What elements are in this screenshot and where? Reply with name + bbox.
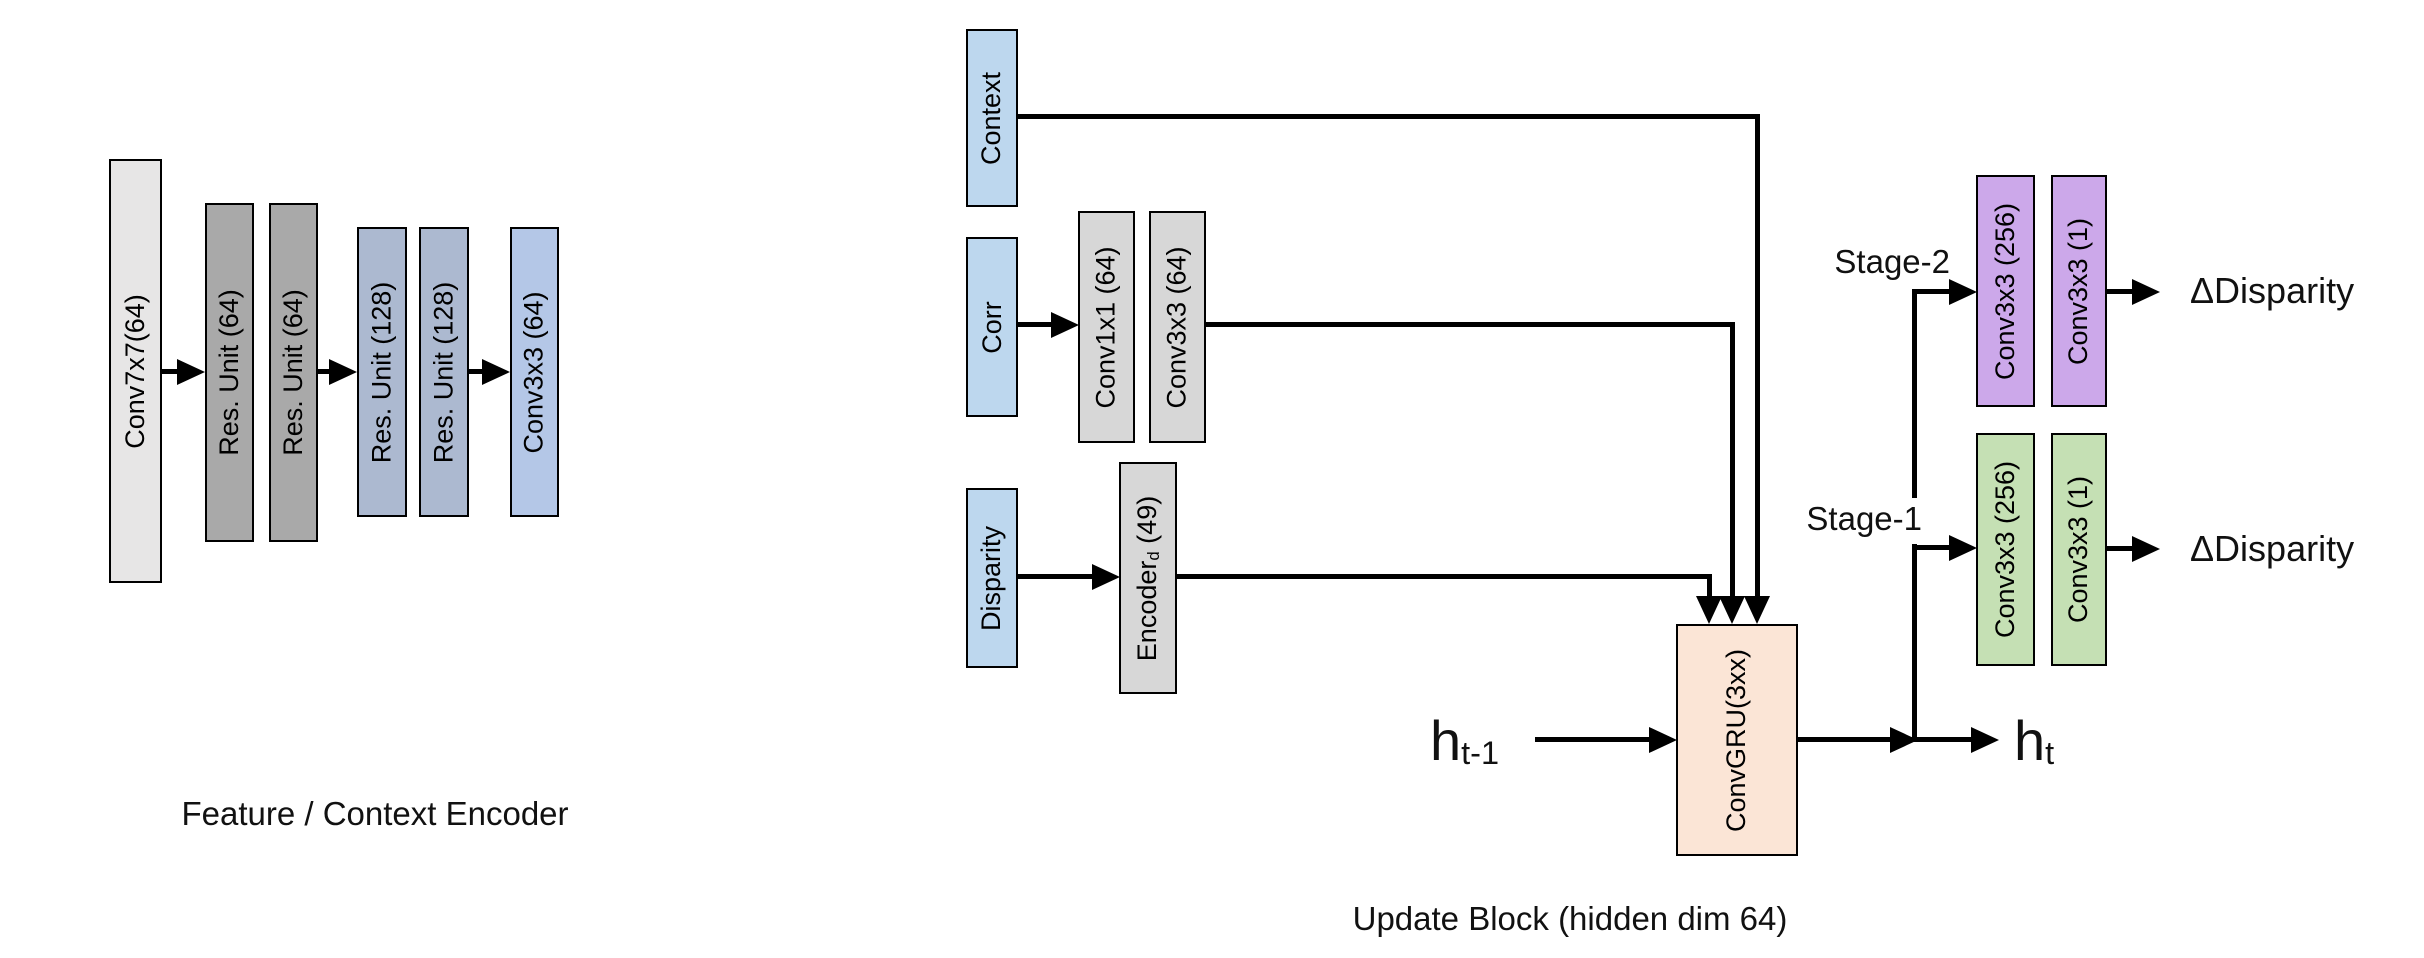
context-line-head — [1744, 596, 1770, 624]
branch-line-upper — [1912, 289, 1917, 498]
disparity-path-line-v — [1707, 574, 1712, 596]
conv7x7-label: Conv7x7(64) — [120, 293, 151, 449]
res-unit-128-box-1: Res. Unit (128) — [357, 227, 407, 517]
disparity-encoder-box: Encoderd (49) — [1119, 462, 1177, 694]
corr-path-line-h — [1206, 322, 1735, 327]
disparity-input-box: Disparity — [966, 488, 1018, 668]
hidden-next-label: ht — [2014, 708, 2054, 773]
feature-context-encoder-caption: Feature / Context Encoder — [181, 795, 569, 832]
stage1-conv3x3-1-label: Conv3x3 (1) — [2063, 475, 2094, 624]
hidden-prev-main: h — [1430, 709, 1462, 772]
corr-path-head — [1719, 596, 1745, 624]
stage2-conv3x3-1-label: Conv3x3 (1) — [2063, 217, 2094, 365]
stage1-conv3x3-1-box: Conv3x3 (1) — [2051, 433, 2107, 666]
hidden-prev-arrow-line — [1535, 737, 1649, 742]
hidden-next-main: h — [2014, 709, 2046, 772]
stage2-conv3x3-256-label: Conv3x3 (256) — [1990, 202, 2021, 380]
convgru-box: ConvGRU(3xx) — [1676, 624, 1798, 856]
encoder-arrow-2-line — [318, 369, 330, 374]
stage1-conv3x3-256-label: Conv3x3 (256) — [1990, 460, 2021, 639]
encoder-arrow-1-head — [177, 359, 205, 385]
corr-arrow-head — [1051, 312, 1079, 338]
disparity-encoder-label-sub: d — [1144, 550, 1164, 561]
corr-input-box: Corr — [966, 237, 1018, 417]
encoder-conv3x3-box: Conv3x3 (64) — [510, 227, 559, 517]
stage1-delta-disparity-label: ΔDisparity — [2190, 528, 2355, 569]
disparity-arrow-line — [1018, 574, 1092, 579]
disparity-arrow-head — [1092, 564, 1120, 590]
encoder-arrow-3-head — [482, 359, 510, 385]
disparity-encoder-label-main: Encoder — [1132, 560, 1163, 661]
hidden-prev-arrow-head — [1649, 727, 1677, 753]
hidden-prev-sub: t-1 — [1461, 734, 1500, 771]
gru-output-final-head — [1971, 727, 1999, 753]
encoder-arrow-3-line — [468, 369, 483, 374]
stage2-conv3x3-1-box: Conv3x3 (1) — [2051, 175, 2107, 407]
disparity-input-label: Disparity — [976, 525, 1007, 631]
stage2-conv3x3-256-box: Conv3x3 (256) — [1976, 175, 2035, 407]
stage1-conv3x3-256-box: Conv3x3 (256) — [1976, 433, 2035, 666]
res-unit-64-label-2: Res. Unit (64) — [278, 289, 308, 456]
encoder-conv3x3-label: Conv3x3 (64) — [519, 290, 549, 454]
stage2-label: Stage-2 — [1834, 243, 1950, 280]
branch-line-lower — [1912, 544, 1917, 742]
conv7x7-box: Conv7x7(64) — [109, 159, 162, 583]
gru-output-line — [1798, 737, 1971, 742]
corr-input-label: Corr — [976, 300, 1007, 354]
stage1-output-line — [2107, 546, 2132, 551]
stage1-output-head — [2132, 536, 2160, 562]
context-input-label: Context — [976, 71, 1007, 165]
disparity-encoder-label: Encoderd (49) — [1133, 495, 1164, 660]
hidden-prev-label: ht-1 — [1430, 708, 1499, 773]
corr-conv3x3-label: Conv3x3 (64) — [1162, 245, 1192, 409]
context-input-box: Context — [966, 29, 1018, 207]
stage2-output-head — [2132, 279, 2160, 305]
stage2-output-line — [2107, 289, 2132, 294]
stage2-delta-disparity-label: ΔDisparity — [2190, 270, 2355, 311]
stage2-arrow-head — [1949, 279, 1977, 305]
corr-path-line-v — [1730, 322, 1735, 596]
stage1-label: Stage-1 — [1806, 500, 1922, 537]
stage1-arrow-head — [1949, 535, 1977, 561]
res-unit-128-label-1: Res. Unit (128) — [366, 281, 397, 463]
update-block-caption: Update Block (hidden dim 64) — [1352, 900, 1788, 937]
corr-conv1x1-box: Conv1x1 (64) — [1078, 211, 1135, 443]
stage1-arrow-line — [1912, 545, 1949, 550]
res-unit-128-box-2: Res. Unit (128) — [419, 227, 469, 517]
disparity-path-line-h — [1177, 574, 1712, 579]
context-line-v — [1755, 114, 1760, 596]
convgru-label: ConvGRU(3xx) — [1721, 648, 1752, 832]
res-unit-128-label-2: Res. Unit (128) — [428, 281, 459, 463]
disparity-path-head — [1696, 596, 1722, 624]
encoder-arrow-2-head — [329, 359, 357, 385]
corr-conv3x3-box: Conv3x3 (64) — [1149, 211, 1206, 443]
stage2-arrow-line — [1912, 289, 1949, 294]
res-unit-64-box-2: Res. Unit (64) — [269, 203, 318, 542]
context-line-h — [1018, 114, 1760, 119]
corr-conv1x1-label: Conv1x1 (64) — [1091, 245, 1121, 409]
hidden-next-sub: t — [2045, 734, 2055, 771]
res-unit-64-box-1: Res. Unit (64) — [205, 203, 254, 542]
res-unit-64-label-1: Res. Unit (64) — [214, 289, 244, 456]
corr-arrow-line — [1018, 322, 1051, 327]
disparity-encoder-label-rest: (49) — [1132, 495, 1163, 551]
encoder-arrow-1-line — [162, 369, 178, 374]
